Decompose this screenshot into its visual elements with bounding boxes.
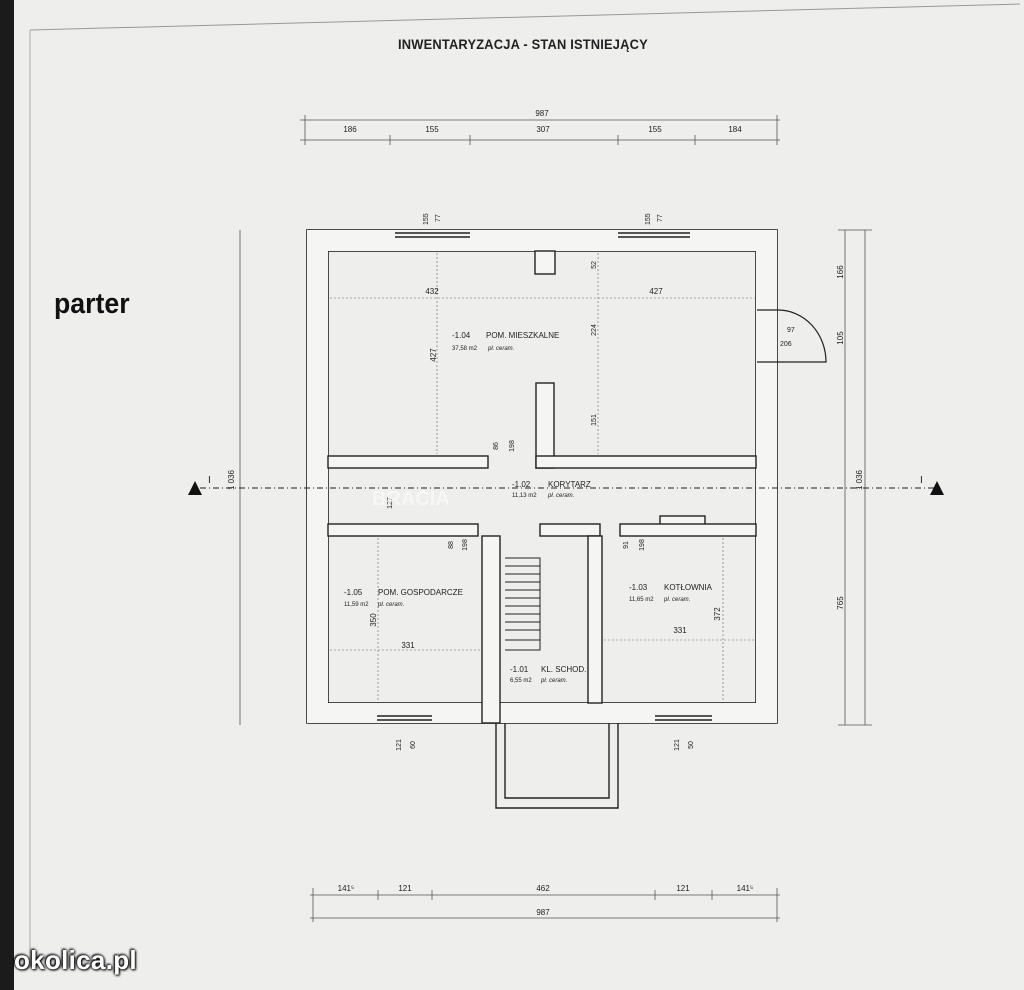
dim-opening-198c: 198: [639, 539, 646, 551]
room-area: 11,59 m2: [344, 602, 369, 608]
internal-walls: [327, 250, 757, 724]
section-arrow-left: [188, 481, 202, 495]
entrance-door: [757, 309, 827, 363]
room-floor: pł. ceram.: [377, 602, 404, 608]
room-label-stairs: -1.01 KL. SCHOD. 6,55 m2 pł. ceram.: [510, 665, 586, 684]
dim-boiler-height: 372: [713, 607, 722, 621]
room-name: KL. SCHOD.: [541, 665, 586, 674]
room-area: 37,58 m2: [452, 346, 478, 352]
dim-pier-224: 224: [591, 324, 598, 336]
dim-win-tl-2: 77: [435, 214, 442, 222]
dim-pier-151: 151: [591, 414, 598, 426]
windows: [377, 232, 712, 721]
paper-sheet: [14, 0, 1024, 990]
section-mark-left: I: [208, 475, 211, 486]
room-name: KORYTARZ: [548, 480, 591, 489]
drawing-title: INWENTARYZACJA - STAN ISTNIEJĄCY: [398, 36, 648, 52]
dim-living-right: 427: [649, 287, 663, 296]
dim-pier-52: 52: [591, 261, 598, 269]
dim-opening-88: 88: [448, 541, 455, 549]
faded-watermark: BRACIA: [372, 488, 450, 510]
dim-corridor-127: 127: [387, 497, 394, 509]
dim-bottom-1: 141⁵: [338, 884, 355, 893]
dim-door-height: 206: [780, 341, 792, 348]
scan-edge: [0, 0, 14, 990]
dim-door-width: 97: [787, 327, 795, 334]
dim-opening-91: 91: [623, 541, 630, 549]
room-label-boiler: -1.03 KOTŁOWNIA 11,65 m2 pł. ceram.: [629, 583, 713, 603]
room-floor: pł. ceram.: [663, 597, 690, 603]
dim-win-bl-1: 121: [396, 739, 403, 751]
dim-top-3: 307: [536, 125, 550, 134]
dim-bottom-total: 987: [536, 908, 550, 917]
dim-bottom-3: 462: [536, 884, 550, 893]
section-arrow-right: [930, 481, 944, 495]
room-label-corridor: -1.02 KORYTARZ 11,13 m2 pł. ceram.: [512, 480, 591, 499]
internal-dimension-lines: [330, 253, 755, 700]
room-label-living: -1.04 POM. MIESZKALNE 37,58 m2 pł. ceram…: [452, 331, 559, 352]
dim-bottom-4: 121: [676, 884, 690, 893]
dim-opening-86: 86: [493, 442, 500, 450]
dim-win-tr-2: 77: [657, 214, 664, 222]
dim-opening-198b: 198: [462, 539, 469, 551]
floor-label: parter: [54, 288, 130, 320]
dim-utility-width: 331: [401, 641, 415, 650]
room-floor: pł. ceram.: [547, 493, 574, 499]
room-area: 11,65 m2: [629, 597, 654, 603]
dim-right-total: 1 036: [855, 469, 864, 490]
dim-top-4: 155: [648, 125, 662, 134]
dim-win-bl-2: 60: [410, 741, 417, 749]
dim-bottom-2: 121: [398, 884, 412, 893]
bottom-dimension-lines: [310, 888, 780, 922]
dim-opening-198: 198: [509, 440, 516, 452]
site-watermark: okolica.pl: [14, 945, 137, 975]
dim-top-total: 987: [535, 109, 549, 118]
room-area: 6,55 m2: [510, 678, 532, 684]
dim-win-br-1: 121: [674, 739, 681, 751]
dim-right-lower: 765: [836, 596, 845, 610]
top-dimension-lines: [300, 115, 780, 145]
room-number: -1.05: [344, 588, 363, 597]
staircase: [505, 557, 541, 651]
room-name: POM. GOSPODARCZE: [378, 588, 463, 597]
porch: [495, 723, 619, 809]
dim-top-1: 186: [343, 125, 357, 134]
outer-walls: [306, 229, 778, 724]
room-number: -1.04: [452, 331, 471, 340]
dim-win-tl-1: 155: [423, 213, 430, 225]
room-name: POM. MIESZKALNE: [486, 331, 559, 340]
room-number: -1.03: [629, 583, 648, 592]
dim-living-height: 427: [429, 348, 438, 362]
dim-living-left: 432: [425, 287, 439, 296]
dim-bottom-5: 141⁵: [737, 884, 754, 893]
room-floor: pł. ceram.: [487, 346, 514, 352]
room-number: -1.02: [512, 480, 531, 489]
dim-utility-height: 350: [369, 613, 378, 627]
dim-right-upper: 166: [836, 265, 845, 279]
dim-top-5: 184: [728, 125, 742, 134]
dim-boiler-width: 331: [673, 626, 687, 635]
dim-left-total: 1 036: [227, 469, 236, 490]
room-floor: pł. ceram.: [540, 678, 567, 684]
side-dimension-lines: [239, 229, 872, 726]
section-mark-right: I: [920, 475, 923, 486]
room-name: KOTŁOWNIA: [664, 583, 713, 592]
dim-right-door: 105: [836, 331, 845, 345]
room-number: -1.01: [510, 665, 529, 674]
dim-win-br-2: 50: [688, 741, 695, 749]
room-area: 11,13 m2: [512, 493, 537, 499]
room-label-utility: -1.05 POM. GOSPODARCZE 11,59 m2 pł. cera…: [344, 588, 463, 608]
dim-win-tr-1: 155: [645, 213, 652, 225]
dim-top-2: 155: [425, 125, 439, 134]
